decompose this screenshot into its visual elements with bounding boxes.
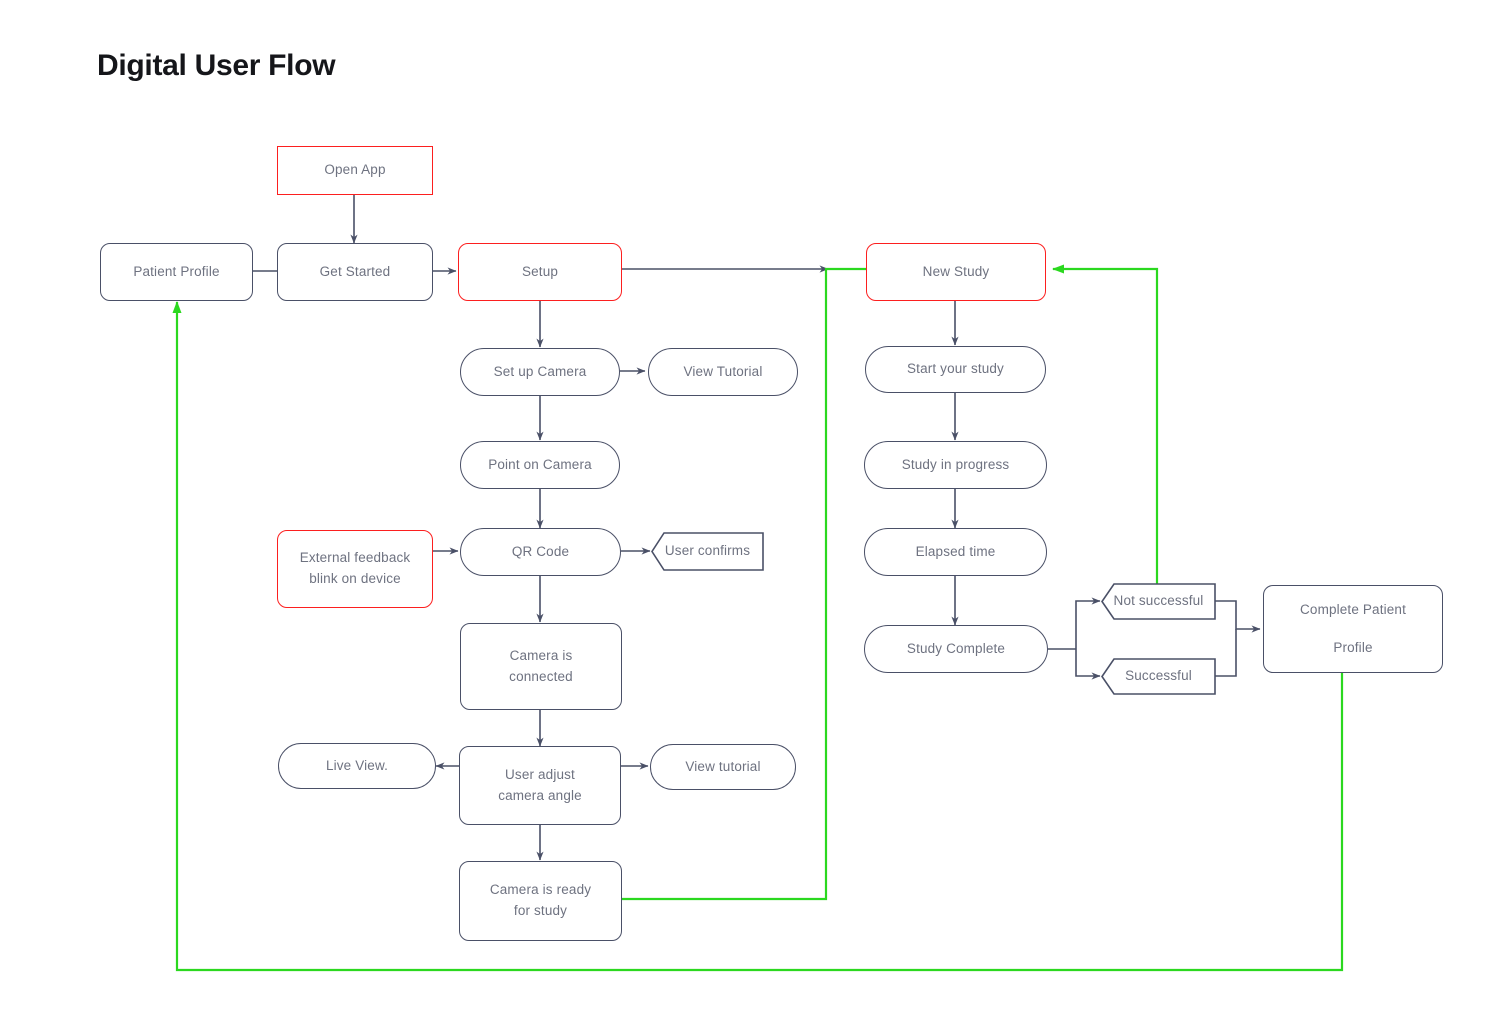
- node-successful-label: Successful: [1125, 668, 1192, 684]
- node-set-up-camera[interactable]: Set up Camera: [460, 348, 620, 396]
- node-external-feedback-label: External feedback blink on device: [299, 550, 411, 586]
- node-view-tutorial-bottom[interactable]: View tutorial: [650, 744, 796, 790]
- hexagon-shape-icon: [1101, 583, 1216, 620]
- node-open-app-label: Open App: [324, 162, 386, 178]
- node-point-on-camera-label: Point on Camera: [488, 456, 592, 472]
- node-qr-code-label: QR Code: [511, 543, 570, 559]
- node-new-study-label: New Study: [922, 263, 990, 279]
- node-study-complete-label: Study Complete: [906, 640, 1006, 656]
- node-view-tutorial-top[interactable]: View Tutorial: [648, 348, 798, 396]
- page-title: Digital User Flow: [97, 49, 336, 82]
- node-start-your-study-label: Start your study: [907, 361, 1004, 377]
- edge-loop-complete-profile-patient-profile: [172, 301, 1344, 972]
- edge-branch-successful: [1075, 649, 1101, 680]
- node-user-confirms-label: User confirms: [664, 543, 751, 559]
- node-new-study[interactable]: New Study: [866, 243, 1046, 301]
- node-set-up-camera-label: Set up Camera: [493, 363, 587, 379]
- node-complete-patient-profile-line1: Complete Patient: [1300, 601, 1406, 617]
- node-view-tutorial-top-label: View Tutorial: [683, 363, 763, 379]
- node-user-adjust-camera-angle-label: User adjust camera angle: [498, 766, 582, 803]
- node-external-feedback[interactable]: External feedback blink on device: [277, 530, 433, 608]
- edge-not-successful-complete-profile: [1215, 600, 1261, 633]
- node-camera-connected[interactable]: Camera is connected: [460, 623, 622, 710]
- node-camera-ready-for-study-label: Camera is ready for study: [489, 882, 592, 918]
- node-get-started-label: Get Started: [319, 263, 391, 279]
- node-study-complete[interactable]: Study Complete: [864, 625, 1048, 673]
- node-elapsed-time[interactable]: Elapsed time: [864, 528, 1047, 576]
- edge-loop-not-successful-new-study: [1052, 264, 1159, 584]
- node-elapsed-time-label: Elapsed time: [915, 543, 996, 559]
- node-not-successful-label: Not successful: [1113, 593, 1204, 609]
- node-not-successful[interactable]: Not successful: [1101, 583, 1216, 620]
- edge-branch-not-successful: [1075, 597, 1101, 649]
- node-open-app[interactable]: Open App: [277, 146, 433, 195]
- node-start-your-study[interactable]: Start your study: [865, 346, 1046, 393]
- node-user-adjust-camera-angle[interactable]: User adjust camera angle: [459, 746, 621, 825]
- node-get-started[interactable]: Get Started: [277, 243, 433, 301]
- hexagon-shape-icon: [651, 532, 764, 571]
- node-view-tutorial-bottom-label: View tutorial: [685, 758, 761, 774]
- node-setup-label: Setup: [521, 263, 559, 279]
- node-setup[interactable]: Setup: [458, 243, 622, 301]
- edge-successful-complete-profile: [1215, 629, 1237, 677]
- node-user-confirms[interactable]: User confirms: [651, 532, 764, 571]
- node-study-in-progress-label: Study in progress: [901, 456, 1010, 472]
- node-complete-patient-profile-line2: Profile: [1333, 639, 1373, 655]
- node-qr-code[interactable]: QR Code: [460, 528, 621, 576]
- node-point-on-camera[interactable]: Point on Camera: [460, 441, 620, 489]
- node-successful[interactable]: Successful: [1101, 658, 1216, 695]
- node-study-in-progress[interactable]: Study in progress: [864, 441, 1047, 489]
- node-complete-patient-profile[interactable]: Complete Patient Profile: [1263, 585, 1443, 673]
- node-patient-profile-label: Patient Profile: [133, 263, 220, 279]
- node-live-view[interactable]: Live View.: [278, 743, 436, 789]
- node-patient-profile[interactable]: Patient Profile: [100, 243, 253, 301]
- hexagon-shape-icon: [1101, 658, 1216, 695]
- node-live-view-label: Live View.: [325, 757, 389, 773]
- node-camera-connected-label: Camera is connected: [509, 647, 573, 684]
- node-camera-ready-for-study[interactable]: Camera is ready for study: [459, 861, 622, 941]
